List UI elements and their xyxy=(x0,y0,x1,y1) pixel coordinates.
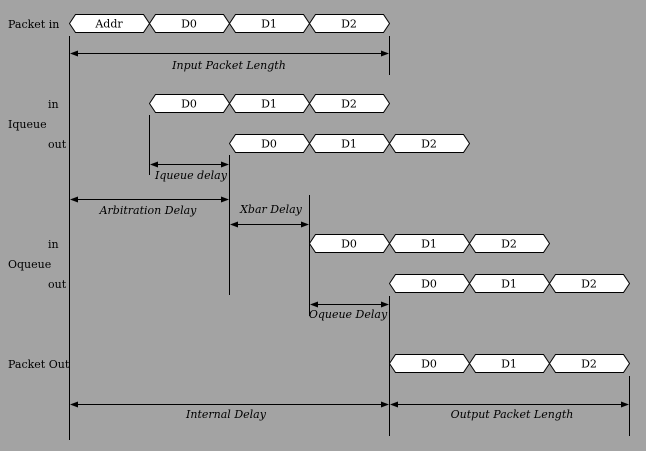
cell-label: Addr xyxy=(94,18,123,31)
arrow-arbitration-delay xyxy=(70,196,229,203)
arrowhead-left xyxy=(70,401,78,408)
row-label-iqueue: Iqueue xyxy=(8,118,47,131)
cell-oqueue-out-d0: D0 xyxy=(388,274,471,293)
arrowhead-right xyxy=(301,221,309,228)
cell-iqueue-in-d2: D2 xyxy=(308,94,391,113)
cell-label: D0 xyxy=(421,358,437,371)
cell-oqueue-out-d1: D1 xyxy=(468,274,551,293)
arrowhead-right xyxy=(381,401,389,408)
cell-label: D1 xyxy=(421,238,437,251)
cell-label: D0 xyxy=(341,238,357,251)
cell-iqueue-out-d2: D2 xyxy=(388,134,471,153)
arrowhead-left xyxy=(150,161,158,168)
arrowhead-left xyxy=(230,221,238,228)
label-internal-delay: Internal Delay xyxy=(185,408,267,421)
cell-label: D2 xyxy=(581,358,597,371)
cell-label: D0 xyxy=(421,278,437,291)
cell-iqueue-in-d0: D0 xyxy=(148,94,231,113)
cell-label: D0 xyxy=(181,18,197,31)
arrowhead-right xyxy=(621,401,629,408)
label-iqueue-delay: Iqueue delay xyxy=(154,169,228,182)
cell-label: D1 xyxy=(261,98,277,111)
arrow-internal-delay xyxy=(70,401,389,408)
row-label-oqueue-in: in xyxy=(48,238,59,251)
cell-oqueue-in-d1: D1 xyxy=(388,234,471,253)
cell-label: D1 xyxy=(341,138,357,151)
arrowhead-left xyxy=(390,401,398,408)
arrow-iqueue-delay xyxy=(150,161,229,168)
arrowhead-left xyxy=(310,301,318,308)
cell-label: D2 xyxy=(501,238,517,251)
cell-packet-out-d1: D1 xyxy=(468,354,551,373)
arrowhead-right xyxy=(381,301,389,308)
arrow-oqueue-delay xyxy=(310,301,389,308)
row-label-iqueue-out: out xyxy=(48,138,67,151)
cell-iqueue-out-d1: D1 xyxy=(308,134,391,153)
label-xbar-delay: Xbar Delay xyxy=(239,203,303,216)
arrowhead-left xyxy=(70,196,78,203)
cell-packet-in-addr: Addr xyxy=(68,14,151,33)
arrowhead-left xyxy=(70,50,78,57)
cell-label: D1 xyxy=(261,18,277,31)
cell-oqueue-in-d0: D0 xyxy=(308,234,391,253)
row-label-oqueue: Oqueue xyxy=(8,258,51,271)
cell-label: D1 xyxy=(501,358,517,371)
cell-packet-in-d2: D2 xyxy=(308,14,391,33)
cell-label: D2 xyxy=(421,138,437,151)
cell-oqueue-in-d2: D2 xyxy=(468,234,551,253)
arrow-output-packet-length xyxy=(390,401,629,408)
row-label-packet-in: Packet in xyxy=(8,18,59,31)
cell-iqueue-out-d0: D0 xyxy=(228,134,311,153)
label-arbitration-delay: Arbitration Delay xyxy=(99,204,198,217)
cell-label: D2 xyxy=(581,278,597,291)
cell-packet-in-d1: D1 xyxy=(228,14,311,33)
cell-label: D2 xyxy=(341,18,357,31)
label-input-packet-length: Input Packet Length xyxy=(171,59,286,72)
row-label-packet-out: Packet Out xyxy=(8,358,70,371)
cell-label: D0 xyxy=(261,138,277,151)
cell-label: D0 xyxy=(181,98,197,111)
arrowhead-right xyxy=(221,161,229,168)
arrow-xbar-delay xyxy=(230,221,309,228)
arrowhead-right xyxy=(221,196,229,203)
row-label-iqueue-in: in xyxy=(48,98,59,111)
cell-oqueue-out-d2: D2 xyxy=(548,274,631,293)
cell-packet-in-d0: D0 xyxy=(148,14,231,33)
label-oqueue-delay: Oqueue Delay xyxy=(309,308,388,321)
arrowhead-right xyxy=(381,50,389,57)
cell-packet-out-d0: D0 xyxy=(388,354,471,373)
label-output-packet-length: Output Packet Length xyxy=(451,408,574,421)
arrow-input-packet-length xyxy=(70,50,389,57)
row-label-oqueue-out: out xyxy=(48,278,67,291)
cell-label: D2 xyxy=(341,98,357,111)
cell-iqueue-in-d1: D1 xyxy=(228,94,311,113)
cell-packet-out-d2: D2 xyxy=(548,354,631,373)
cell-label: D1 xyxy=(501,278,517,291)
